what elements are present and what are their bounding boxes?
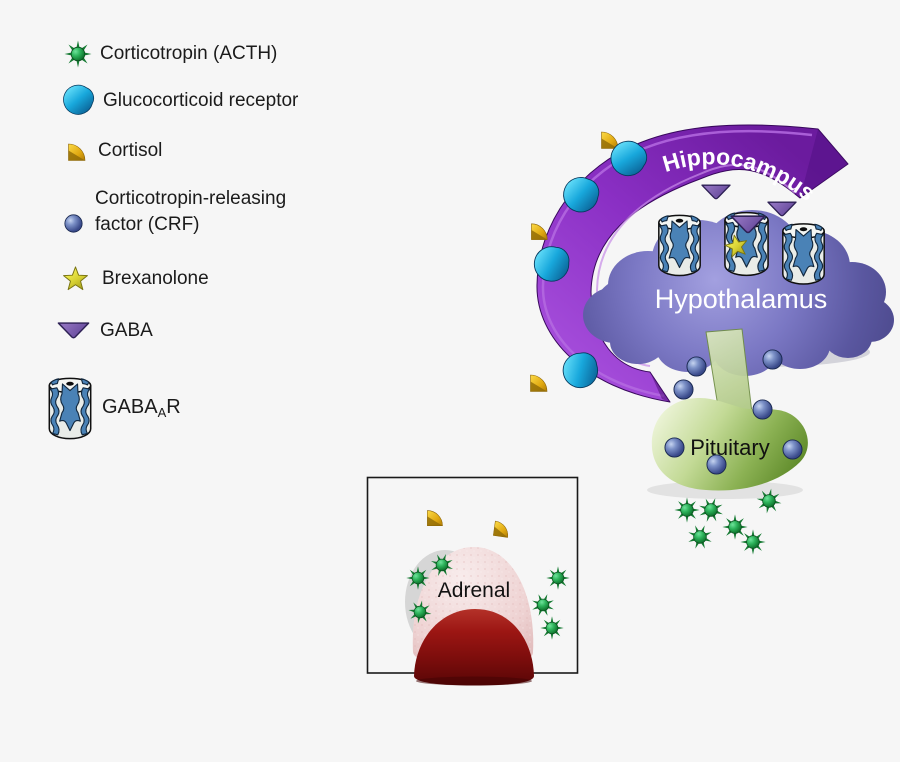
legend-item-cortisol: Cortisol bbox=[66, 139, 162, 163]
legend-label-cortisol: Cortisol bbox=[98, 140, 163, 161]
cortisol-icon bbox=[426, 510, 443, 527]
crf-icon bbox=[762, 349, 783, 370]
pituitary-label: Pituitary bbox=[690, 435, 769, 460]
arrowhead bbox=[800, 129, 848, 198]
acth-icon bbox=[405, 565, 431, 591]
gabaa-receptor-icon bbox=[782, 223, 825, 285]
cortisol-icon bbox=[530, 223, 548, 241]
adrenal-medulla-shape bbox=[414, 609, 534, 686]
legend-item-gabaar: GABAAR bbox=[45, 376, 181, 440]
crf-icon bbox=[664, 437, 685, 458]
crf-icon bbox=[706, 454, 727, 475]
gabaa-receptor-icon bbox=[45, 376, 95, 440]
legend-item-crf: Corticotropin-releasing factor (CRF) bbox=[64, 186, 286, 238]
legend-label-crf-line1: Corticotropin-releasing bbox=[95, 188, 287, 209]
legend-label-gabaar: GABAAR bbox=[102, 396, 181, 420]
legend-item-brexanolone: Brexanolone bbox=[61, 265, 209, 292]
glucocorticoid-receptor-icon bbox=[62, 84, 96, 118]
legend-label-gaba: GABA bbox=[100, 320, 153, 341]
acth-icon bbox=[722, 514, 748, 540]
legend-label-crf-line2: factor (CRF) bbox=[95, 214, 200, 235]
gabaa-receptor-icon bbox=[658, 214, 701, 277]
hypothalamus-label: Hypothalamus bbox=[655, 284, 828, 314]
legend: Corticotropin (ACTH) Glucocorticoid rece… bbox=[0, 0, 360, 470]
acth-icon bbox=[63, 39, 93, 69]
acth-icon bbox=[674, 497, 700, 523]
legend-label-acth: Corticotropin (ACTH) bbox=[100, 43, 278, 64]
cortisol-icon bbox=[530, 374, 548, 392]
legend-label-glucocorticoid-receptor: Glucocorticoid receptor bbox=[103, 90, 299, 111]
pituitary-gland bbox=[651, 398, 808, 491]
acth-icon bbox=[545, 565, 571, 591]
cortisol-icon bbox=[601, 131, 619, 149]
brexanolone-icon bbox=[61, 265, 90, 292]
acth-icon bbox=[527, 589, 559, 621]
crf-icon bbox=[64, 214, 83, 233]
crf-icon bbox=[673, 379, 694, 400]
gaba-icon bbox=[57, 322, 90, 340]
legend-item-glucocorticoid-receptor: Glucocorticoid receptor bbox=[62, 84, 298, 118]
crf-icon bbox=[686, 356, 707, 377]
acth-icon bbox=[740, 529, 766, 555]
crf-icon bbox=[782, 439, 803, 460]
acth-icon bbox=[539, 615, 565, 641]
gaba-icon bbox=[767, 201, 797, 217]
legend-item-gaba: GABA bbox=[57, 320, 153, 342]
gaba-icon bbox=[701, 184, 731, 200]
cortisol-icon bbox=[492, 520, 511, 538]
legend-item-acth: Corticotropin (ACTH) bbox=[63, 39, 277, 69]
cortisol-icon bbox=[66, 139, 92, 163]
crf-icon bbox=[752, 399, 773, 420]
acth-icon bbox=[683, 520, 717, 554]
legend-label-brexanolone: Brexanolone bbox=[102, 267, 209, 289]
adrenal-label: Adrenal bbox=[438, 579, 510, 602]
